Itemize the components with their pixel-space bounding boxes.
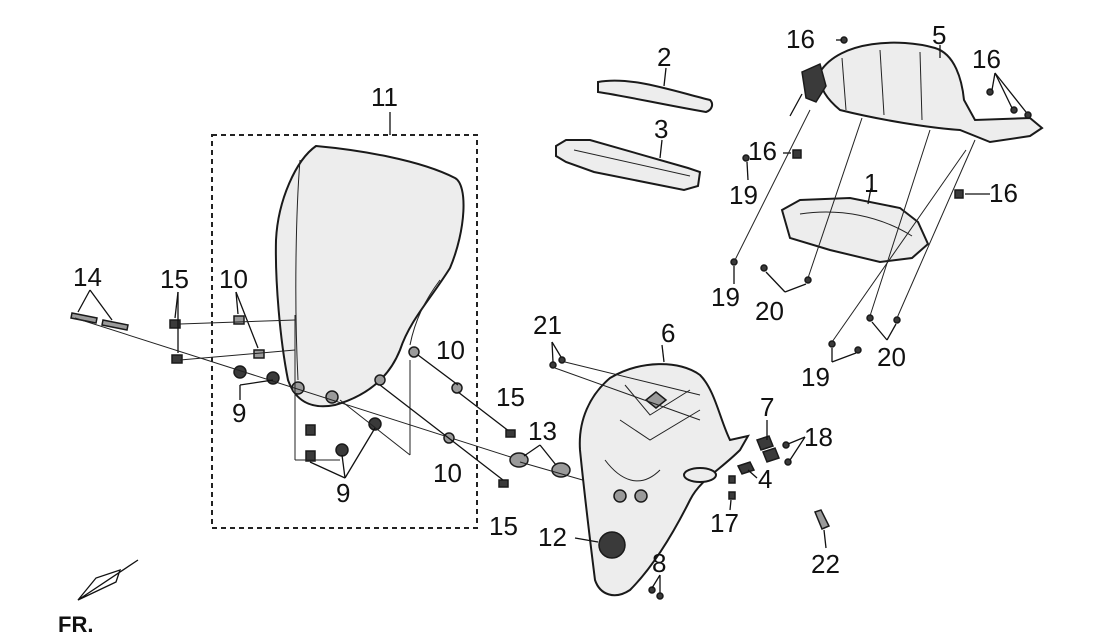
clip-4 — [736, 461, 756, 475]
rubber-mount-13 — [551, 462, 571, 478]
screw-21 — [549, 361, 557, 369]
callout-22: 22 — [811, 549, 840, 579]
callout-9b: 9 — [336, 478, 350, 508]
front-direction-label: FR. — [58, 612, 93, 637]
callout-16d: 16 — [989, 178, 1018, 208]
bolt-15 — [171, 354, 183, 364]
meter-lens-2 — [597, 79, 714, 114]
meter-cover-stay — [801, 62, 827, 103]
callout-14: 14 — [73, 262, 102, 292]
spacer — [305, 424, 316, 436]
callout-8: 8 — [652, 548, 666, 578]
bolt-15 — [498, 479, 509, 488]
front-direction-arrow — [77, 559, 139, 601]
screw-17 — [728, 491, 736, 500]
screw-14 — [70, 312, 98, 324]
callout-16a: 16 — [786, 24, 815, 54]
nut-9 — [335, 443, 349, 457]
headlamp-hole — [634, 489, 648, 503]
windscreen-assembly-frame — [211, 134, 478, 529]
callout-19a: 19 — [729, 180, 758, 210]
callout-6: 6 — [661, 318, 675, 348]
callout-2: 2 — [657, 42, 671, 72]
screw-16 — [1010, 106, 1018, 114]
callout-12: 12 — [538, 522, 567, 552]
callout-10a: 10 — [219, 264, 248, 294]
screw-16 — [1024, 111, 1032, 119]
cover-slot — [683, 467, 717, 483]
screen-grommet — [408, 346, 420, 358]
callout-4: 4 — [758, 464, 772, 494]
screw-19 — [742, 154, 750, 162]
bracket-7 — [762, 447, 780, 463]
nut-10 — [451, 382, 463, 394]
screw-19 — [730, 258, 738, 266]
callout-20a: 20 — [755, 296, 784, 326]
screw-14 — [101, 319, 129, 331]
grommet-16 — [792, 149, 802, 159]
callout-7: 7 — [760, 392, 774, 422]
callout-15b: 15 — [496, 382, 525, 412]
callout-17: 17 — [710, 508, 739, 538]
screw-8 — [656, 592, 664, 600]
bolt-15 — [505, 429, 516, 438]
nut-9 — [233, 365, 247, 379]
emblem-12 — [598, 531, 626, 559]
clip-22 — [814, 509, 831, 530]
callout-10b: 10 — [436, 335, 465, 365]
bracket-7 — [756, 435, 774, 451]
callout-18: 18 — [804, 422, 833, 452]
front-cover-emblem-socket — [644, 391, 668, 409]
screw-17 — [728, 475, 736, 484]
screen-grommet — [374, 374, 386, 386]
callout-11: 11 — [371, 82, 398, 112]
screw-21 — [558, 356, 566, 364]
nut-9 — [368, 417, 382, 431]
screw-20 — [760, 264, 768, 272]
bolt-10 — [233, 315, 245, 325]
meter-assembly-1 — [780, 196, 930, 264]
callout-1: 1 — [864, 168, 878, 198]
callout-20b: 20 — [877, 342, 906, 372]
callout-21: 21 — [533, 310, 562, 340]
meter-cover-5 — [818, 41, 1044, 144]
callout-16c: 16 — [748, 136, 777, 166]
screw-16 — [986, 88, 994, 96]
callout-5: 5 — [932, 20, 946, 50]
callout-13: 13 — [528, 416, 557, 446]
callout-19b: 19 — [711, 282, 740, 312]
meter-panel-3 — [555, 139, 702, 192]
callout-15c: 15 — [489, 511, 518, 541]
callout-10c: 10 — [433, 458, 462, 488]
screw-19 — [854, 346, 862, 354]
spacer — [305, 450, 316, 462]
screen-grommet — [325, 390, 339, 404]
nut-18 — [784, 458, 792, 466]
headlamp-hole — [613, 489, 627, 503]
callout-9a: 9 — [232, 398, 246, 428]
grommet-16 — [954, 189, 964, 199]
screw-19 — [828, 340, 836, 348]
callout-15a: 15 — [160, 264, 189, 294]
nut-18 — [782, 441, 790, 449]
callout-16b: 16 — [972, 44, 1001, 74]
bolt-10 — [253, 349, 265, 359]
callout-19c: 19 — [801, 362, 830, 392]
callout-3: 3 — [654, 114, 668, 144]
